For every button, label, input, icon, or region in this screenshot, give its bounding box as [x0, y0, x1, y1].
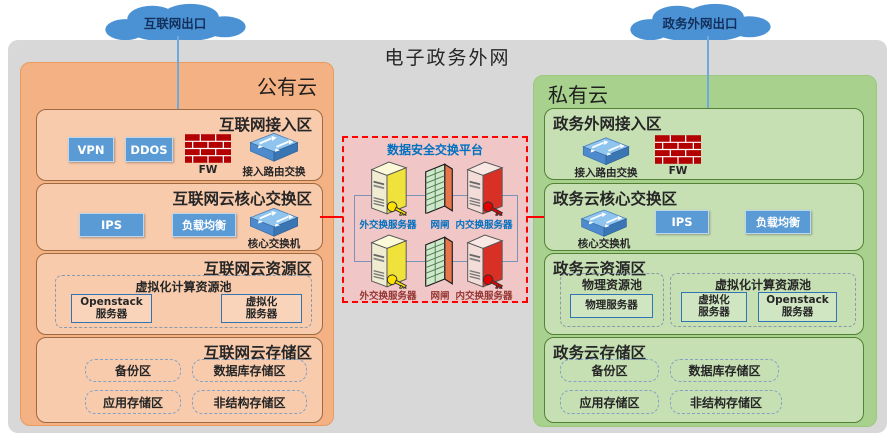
- outer-exchange-server-label: 外交换服务器: [359, 220, 417, 231]
- inner-exchange-server-icon: [460, 156, 506, 216]
- access-switch-icon: [247, 128, 301, 164]
- virtualization-server-line1: 虚拟化: [245, 295, 278, 308]
- exchange-platform-panel: 数据安全交换平台 外交换服务器 网闸 内交换服务器 外交换服务器 网闸 内交换服…: [342, 136, 528, 303]
- outer-exchange-server-icon: [364, 229, 410, 289]
- core-link-right: [526, 216, 544, 218]
- access-switch-label: 接入路由交换: [242, 166, 306, 178]
- gov-core-zone: 政务云核心交换区 核心交换机 IPS 负载均衡: [544, 183, 864, 251]
- core-switch-icon: [577, 206, 631, 238]
- internet-core-zone: 互联网云核心交换区 IPS 负载均衡 核心交换机: [36, 183, 323, 251]
- outer-exchange-server-icon: [364, 156, 410, 216]
- gap-label: 网闸: [430, 291, 450, 302]
- physical-pool: 物理资源池 物理服务器: [560, 273, 664, 327]
- virtualization-server-line2: 服务器: [698, 306, 730, 318]
- gov-exit-cloud: 政务外网出口: [620, 1, 780, 43]
- gov-access-zone: 政务外网接入区 接入路由交换 FW: [544, 108, 864, 180]
- database-storage-box: 数据库存储区: [192, 359, 307, 382]
- physical-pool-title: 物理资源池: [581, 278, 642, 292]
- virtualization-server-box: 虚拟化 服务器: [221, 294, 302, 323]
- gap-isolation-icon: [420, 162, 458, 214]
- firewall-icon: [185, 134, 231, 163]
- gov-uplink-line: [707, 36, 709, 108]
- gov-core-zone-title: 政务云核心交换区: [553, 190, 678, 208]
- backup-area-box: 备份区: [560, 359, 659, 382]
- virtual-compute-pool-title: 虚拟化计算资源池: [714, 278, 811, 292]
- gap-label: 网闸: [430, 220, 450, 231]
- virtual-compute-pool: 虚拟化计算资源池 Openstack 服务器 虚拟化 服务器: [55, 275, 312, 328]
- public-cloud-panel: 公有云 互联网接入区 VPN DDOS FW 接入路由交换 互联网云核心交换区 …: [20, 62, 334, 426]
- virtual-compute-pool: 虚拟化计算资源池 虚拟化 服务器 Openstack 服务器: [670, 273, 856, 327]
- public-cloud-title: 公有云: [257, 75, 317, 99]
- backup-area-box: 备份区: [85, 359, 181, 382]
- app-storage-box: 应用存储区: [560, 390, 659, 414]
- internet-exit-label: 互联网出口: [143, 16, 207, 31]
- load-balancer-node: 负载均衡: [172, 213, 236, 237]
- gov-storage-zone: 政务云存储区 备份区 数据库存储区 应用存储区 非结构存储区: [544, 337, 864, 423]
- exchange-platform-title: 数据安全交换平台: [386, 143, 483, 157]
- core-switch-icon: [247, 204, 301, 238]
- core-link-left: [320, 216, 343, 218]
- ips-node: IPS: [655, 210, 709, 234]
- virtualization-server-line1: 虚拟化: [698, 294, 730, 307]
- inner-exchange-server-label: 内交换服务器: [455, 220, 513, 231]
- openstack-server-line2: 服务器: [781, 306, 814, 318]
- gov-exit-label: 政务外网出口: [662, 16, 738, 31]
- outer-exchange-server-label: 外交换服务器: [359, 291, 417, 302]
- ips-node: IPS: [79, 213, 144, 237]
- load-balancer-node: 负载均衡: [745, 210, 811, 234]
- ddos-node: DDOS: [125, 137, 173, 162]
- internet-access-zone: 互联网接入区 VPN DDOS FW 接入路由交换: [36, 109, 323, 181]
- app-storage-box: 应用存储区: [85, 390, 181, 414]
- internet-uplink-line: [177, 36, 179, 109]
- internet-resource-zone: 互联网云资源区 虚拟化计算资源池 Openstack 服务器 虚拟化 服务器: [36, 253, 323, 335]
- firewall-icon: [655, 135, 701, 164]
- openstack-server-line1: Openstack: [766, 294, 829, 307]
- vpn-node: VPN: [68, 137, 114, 162]
- core-switch-label: 核心交换机: [247, 238, 301, 250]
- unstructured-storage-box: 非结构存储区: [670, 390, 782, 414]
- access-switch-icon: [580, 133, 632, 167]
- firewall-label: FW: [668, 165, 688, 177]
- gov-resource-zone: 政务云资源区 物理资源池 物理服务器 虚拟化计算资源池 虚拟化 服务器 Open…: [544, 253, 864, 335]
- internet-storage-zone: 互联网云存储区 备份区 数据库存储区 应用存储区 非结构存储区: [36, 337, 323, 423]
- openstack-server-box: Openstack 服务器: [71, 294, 152, 323]
- inner-exchange-server-label: 内交换服务器: [455, 291, 513, 302]
- inner-exchange-server-icon: [460, 229, 506, 289]
- private-cloud-title: 私有云: [548, 83, 608, 107]
- internet-exit-cloud: 互联网出口: [95, 1, 255, 43]
- internet-core-zone-title: 互联网云核心交换区: [172, 190, 312, 208]
- openstack-server-line1: Openstack: [80, 295, 143, 308]
- internet-access-zone-title: 互联网接入区: [218, 116, 312, 134]
- database-storage-box: 数据库存储区: [670, 359, 779, 382]
- openstack-server-box: Openstack 服务器: [758, 292, 837, 322]
- gov-access-zone-title: 政务外网接入区: [553, 115, 662, 133]
- virtual-compute-pool-title: 虚拟化计算资源池: [135, 280, 232, 294]
- access-switch-label: 接入路由交换: [574, 167, 638, 179]
- openstack-server-line2: 服务器: [95, 307, 128, 320]
- unstructured-storage-box: 非结构存储区: [192, 390, 307, 414]
- physical-server-box: 物理服务器: [570, 294, 653, 318]
- internet-resource-zone-title: 互联网云资源区: [203, 260, 312, 278]
- virtualization-server-line2: 服务器: [245, 307, 278, 320]
- gap-isolation-icon: [420, 235, 458, 287]
- gov-storage-zone-title: 政务云存储区: [553, 344, 647, 362]
- internet-storage-zone-title: 互联网云存储区: [203, 344, 312, 362]
- core-switch-label: 核心交换机: [577, 238, 631, 250]
- diagram-title: 电子政务外网: [384, 47, 511, 69]
- firewall-label: FW: [198, 164, 218, 176]
- private-cloud-panel: 私有云 政务外网接入区 接入路由交换 FW 政务云核心交换区 核心交换机 IPS…: [533, 75, 877, 427]
- virtualization-server-box: 虚拟化 服务器: [681, 292, 747, 322]
